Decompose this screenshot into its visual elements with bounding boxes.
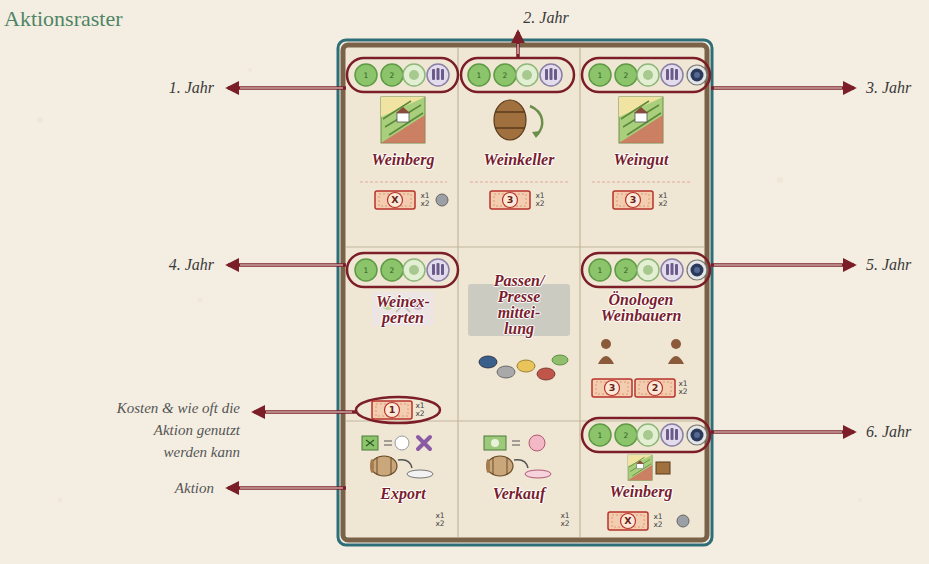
- track-number: 2: [624, 431, 629, 440]
- usage-count: x1 x2: [415, 402, 426, 418]
- action-cell: Export x1 x2: [350, 421, 458, 538]
- action-cell: Weinkeller 3 x1 x2: [458, 52, 580, 247]
- year-label: 6. Jahr: [866, 423, 911, 441]
- cost-number: 3: [507, 195, 514, 205]
- highlight-ovals: [347, 58, 710, 452]
- track-number: 2: [503, 71, 508, 80]
- track-number: 1: [364, 266, 369, 275]
- year-label: 5. Jahr: [866, 256, 911, 274]
- action-cell: Passen/ Presse mittei- lung: [458, 247, 580, 421]
- track-number: 1: [477, 71, 482, 80]
- action-name: Önologen Weinbauern: [592, 292, 690, 324]
- track-number: 1: [598, 431, 603, 440]
- year-label: 3. Jahr: [866, 79, 911, 97]
- action-cell: Weingut 3 x1 x2: [580, 52, 702, 247]
- board-frame: [338, 40, 712, 545]
- action-name: Verkauf: [493, 486, 545, 503]
- note-label: Kosten & wie oft die Aktion genutzt werd…: [116, 397, 240, 463]
- usage-count: x1 x2: [653, 513, 664, 529]
- action-name: Export: [380, 486, 425, 503]
- year-label: 1. Jahr: [169, 79, 214, 97]
- action-name: Passen/ Presse mittei- lung: [486, 273, 552, 337]
- cost-number: 3: [609, 383, 616, 393]
- track-number: 1: [598, 266, 603, 275]
- diagram-title: Aktionsraster: [4, 6, 123, 32]
- cost-number: 2: [652, 383, 659, 393]
- usage-count: x1 x2: [658, 192, 669, 208]
- track-number: 1: [364, 71, 369, 80]
- usage-count: x1 x2: [678, 380, 689, 396]
- track-number: 1: [598, 71, 603, 80]
- cost-number: 3: [630, 195, 637, 205]
- usage-count: x1 x2: [420, 192, 431, 208]
- year-label: 2. Jahr: [523, 9, 568, 27]
- pointer-arrows: [228, 32, 854, 488]
- action-name: Weinberg: [610, 484, 673, 501]
- track-number: 2: [390, 71, 395, 80]
- track-number: 2: [390, 266, 395, 275]
- usage-count: x1 x2: [535, 192, 546, 208]
- usage-count: x1 x2: [560, 512, 571, 528]
- year-tracks: [355, 64, 707, 446]
- action-cell: Verkauf x1 x2: [458, 421, 580, 538]
- track-number: 2: [624, 266, 629, 275]
- cost-number: 1: [389, 405, 396, 415]
- action-icons: [362, 97, 689, 530]
- action-cell: WeinbergXx1 x2: [350, 52, 458, 247]
- year-label: 4. Jahr: [169, 256, 214, 274]
- action-name: Weinex- perten: [366, 294, 440, 326]
- track-number: 2: [624, 71, 629, 80]
- action-name: Weinberg: [372, 152, 435, 169]
- note-label: Aktion: [175, 477, 214, 499]
- action-name: Weinkeller: [484, 152, 555, 169]
- cost-number: X: [391, 195, 398, 205]
- cost-number: X: [624, 516, 631, 526]
- action-name: Weingut: [614, 152, 669, 169]
- usage-count: x1 x2: [435, 512, 446, 528]
